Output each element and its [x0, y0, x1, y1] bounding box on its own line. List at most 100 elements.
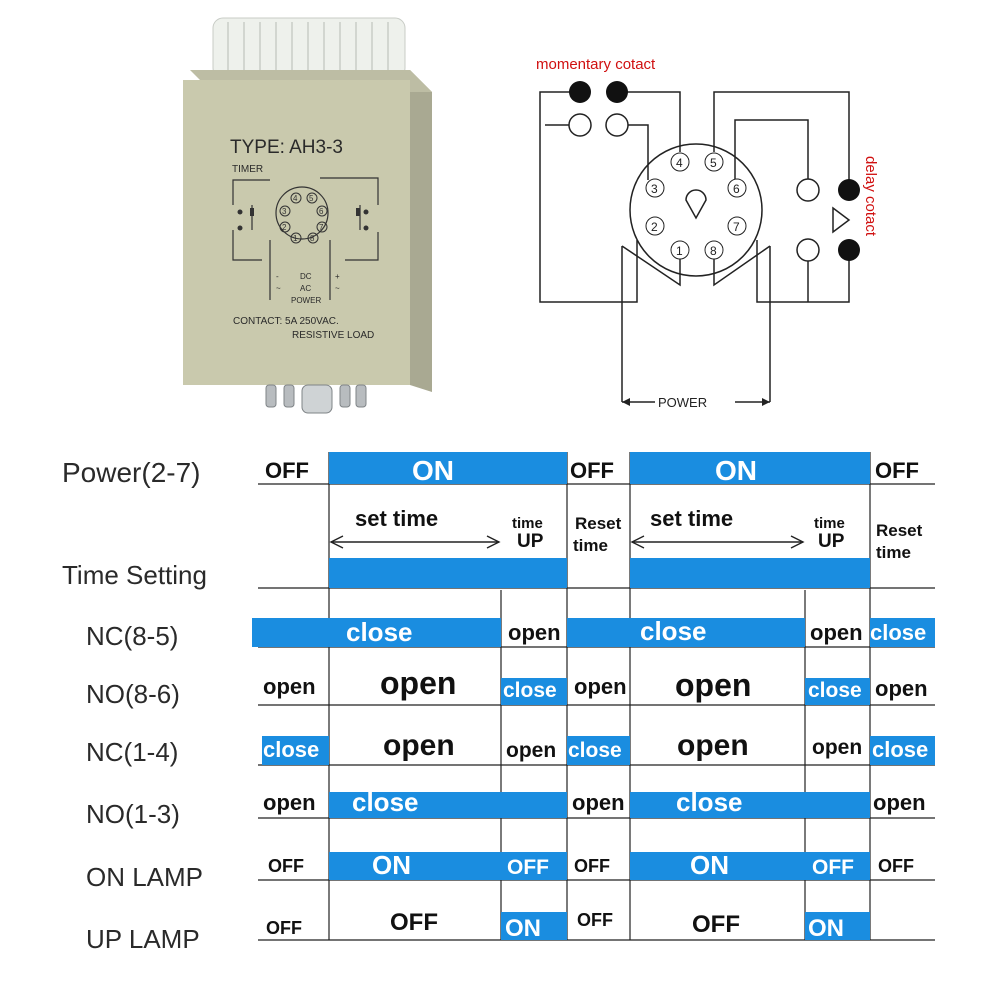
row-no86-values: open open close open open close open: [263, 665, 928, 703]
svg-text:open: open: [508, 620, 561, 645]
svg-text:close: close: [352, 787, 419, 817]
svg-text:OFF: OFF: [268, 856, 304, 876]
svg-text:open: open: [380, 665, 456, 701]
svg-text:OFF: OFF: [507, 856, 549, 879]
power-off-1: OFF: [265, 458, 309, 483]
delay-contact-label: delay cotact: [862, 156, 879, 237]
row-label-power: Power(2-7): [62, 457, 200, 488]
bar-up-lamp-2: [805, 912, 870, 940]
svg-text:POWER: POWER: [291, 296, 321, 305]
row-label-on-lamp: ON LAMP: [86, 862, 203, 892]
octal-base: [629, 143, 763, 277]
wiring-pin-circles: 4 5 3 6 2 7 1 8: [645, 152, 747, 260]
svg-text:OFF: OFF: [266, 918, 302, 938]
bar-no86-2: [805, 678, 870, 705]
wiring-diagram: [539, 91, 850, 403]
time-up-up-1: UP: [517, 531, 544, 552]
svg-text:7: 7: [319, 223, 324, 232]
svg-text:DC: DC: [300, 272, 312, 281]
time-up-time-2: time: [814, 515, 845, 532]
relay-type-label: TYPE: AH3-3: [230, 137, 343, 158]
reset-time-1: time: [573, 536, 608, 555]
svg-text:3: 3: [282, 207, 287, 216]
svg-text:open: open: [677, 729, 749, 762]
bar-power-on-2: [630, 452, 870, 484]
svg-text:OFF: OFF: [812, 856, 854, 879]
relay-contact-line1: CONTACT: 5A 250VAC.: [233, 316, 339, 327]
svg-text:~: ~: [276, 284, 281, 293]
svg-text:2: 2: [651, 220, 658, 234]
svg-text:open: open: [675, 667, 751, 703]
svg-text:OFF: OFF: [878, 856, 914, 876]
svg-text:open: open: [263, 790, 316, 815]
svg-text:OFF: OFF: [390, 909, 438, 936]
relay-power-labels: - DC + ~ AC ~ POWER: [276, 272, 340, 305]
wiring-pin-leads: [621, 245, 771, 287]
svg-text:8: 8: [310, 234, 315, 243]
bar-up-lamp-1: [501, 912, 567, 940]
momentary-contact-label: momentary cotact: [536, 56, 656, 73]
svg-text:open: open: [263, 674, 316, 699]
svg-text:close: close: [503, 679, 557, 702]
relay-pins: [265, 384, 367, 414]
row-label-nc85: NC(8-5): [86, 621, 178, 651]
bar-on-lamp-1: [329, 852, 501, 880]
svg-text:open: open: [875, 676, 928, 701]
svg-text:8: 8: [710, 244, 717, 258]
delay-contacts: [796, 178, 860, 262]
svg-text:open: open: [506, 739, 556, 762]
wiring-power-label: POWER: [658, 395, 707, 410]
reset-time-2: time: [876, 543, 911, 562]
svg-text:1: 1: [293, 234, 298, 243]
power-on-1: ON: [412, 455, 454, 486]
svg-text:close: close: [870, 620, 926, 645]
svg-text:OFF: OFF: [692, 911, 740, 938]
svg-text:+: +: [335, 272, 340, 281]
set-time-label-1: set time: [355, 506, 438, 531]
row-power-values: OFF ON OFF ON OFF: [265, 455, 919, 486]
row-label-no86: NO(8-6): [86, 679, 180, 709]
svg-text:-: -: [276, 272, 279, 281]
svg-text:5: 5: [309, 194, 314, 203]
svg-text:close: close: [872, 737, 928, 762]
svg-text:open: open: [810, 620, 863, 645]
set-time-labels: set time time UP Reset time set time tim…: [355, 506, 923, 562]
reset-label-2: Reset: [876, 521, 923, 540]
wire-momentary-to-4: [617, 91, 681, 152]
octal-key: [685, 189, 707, 220]
row-nc85-values: close open close open close: [346, 616, 926, 647]
wire-momentary-loop: [539, 91, 638, 303]
svg-text:1: 1: [676, 244, 683, 258]
relay-body-pin-circles: 3 4 5 6 2 1 8 7: [279, 192, 328, 244]
row-label-nc14: NC(1-4): [86, 737, 178, 767]
power-arrowheads: [622, 398, 770, 406]
bar-time-setting-2: [630, 558, 870, 588]
relay-photo: TYPE: AH3-3 TIMER 3 4 5 6 2 1 8 7: [183, 17, 432, 414]
wire-delay-bottom: [756, 240, 850, 303]
svg-text:OFF: OFF: [577, 910, 613, 930]
timing-row-labels: Power(2-7) Time Setting NC(8-5) NO(8-6) …: [62, 457, 207, 954]
svg-text:7: 7: [733, 220, 740, 234]
relay-body-front: [183, 80, 410, 385]
time-up-time-1: time: [512, 515, 543, 532]
row-on-lamp-values: OFF ON OFF OFF ON OFF OFF: [268, 850, 914, 880]
bar-no13-2: [630, 792, 870, 818]
bar-nc14-3: [870, 736, 935, 765]
svg-text:open: open: [873, 790, 926, 815]
svg-text:ON: ON: [372, 850, 411, 880]
svg-text:close: close: [640, 616, 707, 646]
svg-text:2: 2: [282, 223, 287, 232]
relay-timer-label: TIMER: [232, 164, 263, 175]
row-up-lamp-values: OFF OFF ON OFF OFF ON: [266, 909, 844, 942]
set-time-label-2: set time: [650, 506, 733, 531]
top-illustrations: TYPE: AH3-3 TIMER 3 4 5 6 2 1 8 7: [183, 17, 879, 414]
svg-text:3: 3: [651, 182, 658, 196]
reset-label-1: Reset: [575, 514, 622, 533]
power-off-3: OFF: [875, 458, 919, 483]
svg-text:close: close: [568, 739, 622, 762]
svg-text:open: open: [572, 790, 625, 815]
bar-on-lamp-off-2: [805, 852, 870, 880]
row-label-up-lamp: UP LAMP: [86, 924, 200, 954]
svg-text:open: open: [812, 736, 862, 759]
svg-text:AC: AC: [300, 284, 311, 293]
